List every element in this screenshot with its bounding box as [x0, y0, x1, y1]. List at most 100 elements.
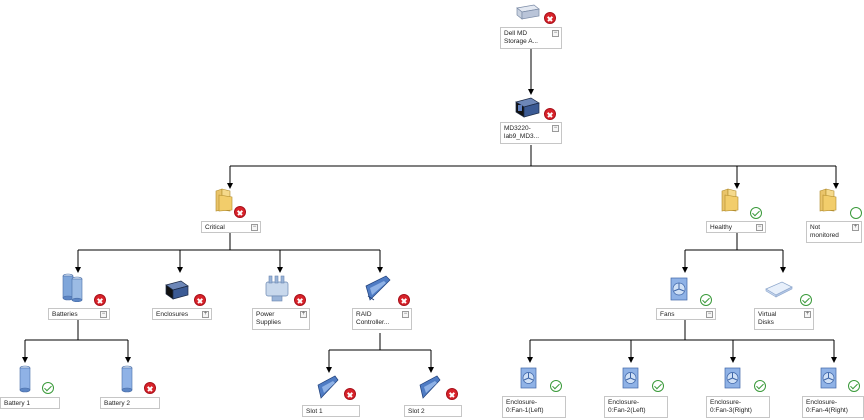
- node-batteries[interactable]: Batteries −: [46, 272, 116, 320]
- node-storage-array[interactable]: Dell MD Storage A... −: [500, 2, 570, 50]
- node-label: RAID Controller... −: [352, 308, 412, 330]
- fan-icon: [520, 367, 537, 389]
- fan-icon: [670, 277, 688, 301]
- collapse-toggle[interactable]: −: [100, 311, 107, 318]
- collapse-toggle[interactable]: −: [552, 125, 559, 132]
- healthy-status-icon: [700, 294, 712, 306]
- healthy-status-icon: [754, 380, 766, 392]
- raid-card-icon: [317, 375, 339, 399]
- healthy-status-icon: [652, 380, 664, 392]
- node-power-supplies[interactable]: Power Supplies +: [250, 272, 320, 332]
- critical-status-icon: [446, 388, 458, 400]
- node-label-text: Critical: [205, 224, 225, 231]
- node-label: Healthy −: [706, 221, 766, 233]
- node-critical[interactable]: Critical −: [198, 188, 268, 234]
- raid-card-icon: [419, 375, 441, 399]
- critical-status-icon: [94, 294, 106, 306]
- expand-toggle[interactable]: +: [202, 311, 209, 318]
- node-label-text: Healthy: [710, 224, 733, 231]
- node-label-text: Enclosure- 0:Fan-4(Right): [806, 399, 848, 414]
- node-label-text: RAID Controller...: [356, 311, 390, 326]
- node-not-monitored[interactable]: Not monitored +: [806, 188, 864, 244]
- power-supply-icon: [265, 275, 289, 302]
- node-label-text: Batteries: [52, 311, 78, 318]
- node-label: Battery 1: [0, 397, 60, 409]
- node-fan-1[interactable]: Enclosure- 0:Fan-1(Left): [500, 364, 568, 420]
- node-label: Slot 1: [302, 405, 360, 417]
- expand-toggle[interactable]: +: [852, 224, 859, 231]
- node-label: Enclosures +: [152, 308, 212, 320]
- expand-toggle[interactable]: +: [804, 311, 811, 318]
- healthy-status-icon: [750, 207, 762, 219]
- storage-array-icon: [516, 4, 540, 20]
- critical-status-icon: [344, 388, 356, 400]
- node-label-text: Enclosures: [156, 311, 189, 318]
- node-fan-3[interactable]: Enclosure- 0:Fan-3(Right): [704, 364, 772, 420]
- node-label: Enclosure- 0:Fan-4(Right): [802, 396, 864, 418]
- node-fan-2[interactable]: Enclosure- 0:Fan-2(Left): [602, 364, 670, 420]
- node-label-text: Slot 2: [408, 408, 425, 415]
- node-healthy[interactable]: Healthy −: [704, 188, 774, 234]
- node-battery-2[interactable]: Battery 2: [100, 364, 164, 420]
- collapse-toggle[interactable]: −: [552, 30, 559, 37]
- node-label: MD3220- lab9_MD3... −: [500, 122, 562, 144]
- node-label-text: Enclosure- 0:Fan-2(Left): [608, 399, 646, 414]
- node-label-text: Battery 1: [4, 400, 31, 407]
- critical-status-icon: [144, 382, 156, 394]
- collapse-toggle[interactable]: −: [706, 311, 713, 318]
- node-label: Dell MD Storage A... −: [500, 27, 562, 49]
- healthy-status-icon: [848, 380, 860, 392]
- node-label: Battery 2: [100, 397, 160, 409]
- folder-icon: [819, 188, 837, 212]
- virtual-disk-icon: [765, 281, 793, 298]
- node-label-text: Power Supplies: [256, 311, 281, 326]
- node-md3220[interactable]: MD3220- lab9_MD3... −: [500, 96, 570, 146]
- node-label-text: Enclosure- 0:Fan-1(Left): [506, 399, 544, 414]
- node-label: Not monitored +: [806, 221, 862, 243]
- battery-icon: [62, 273, 83, 302]
- critical-status-icon: [398, 294, 410, 306]
- node-slot-1[interactable]: Slot 1: [300, 374, 364, 420]
- critical-status-icon: [544, 12, 556, 24]
- node-label: Enclosure- 0:Fan-1(Left): [502, 396, 566, 418]
- node-battery-1[interactable]: Battery 1: [0, 364, 64, 420]
- fan-icon: [724, 367, 741, 389]
- battery-icon: [121, 365, 133, 393]
- expand-toggle[interactable]: +: [300, 311, 307, 318]
- node-slot-2[interactable]: Slot 2: [402, 374, 466, 420]
- node-label-text: Fans: [660, 311, 675, 318]
- storage-enclosure-icon: [515, 97, 540, 118]
- collapse-toggle[interactable]: −: [251, 224, 258, 231]
- node-label-text: Not monitored: [810, 224, 839, 239]
- node-label-text: Dell MD Storage A...: [504, 30, 538, 45]
- node-fans[interactable]: Fans −: [654, 272, 724, 320]
- collapse-toggle[interactable]: −: [402, 311, 409, 318]
- node-label-text: Virtual Disks: [758, 311, 777, 326]
- folder-icon: [721, 188, 739, 212]
- node-virtual-disks[interactable]: Virtual Disks +: [752, 272, 822, 332]
- node-label-text: Enclosure- 0:Fan-3(Right): [710, 399, 752, 414]
- fan-icon: [622, 367, 639, 389]
- node-label: Power Supplies +: [252, 308, 310, 330]
- node-label: Enclosure- 0:Fan-2(Left): [604, 396, 668, 418]
- node-label: Slot 2: [404, 405, 462, 417]
- critical-status-icon: [544, 108, 556, 120]
- node-label: Virtual Disks +: [754, 308, 814, 330]
- node-label: Enclosure- 0:Fan-3(Right): [706, 396, 770, 418]
- node-label: Critical −: [201, 221, 261, 233]
- critical-status-icon: [294, 294, 306, 306]
- critical-status-icon: [194, 294, 206, 306]
- node-enclosures[interactable]: Enclosures +: [150, 272, 220, 320]
- node-label: Batteries −: [48, 308, 110, 320]
- enclosure-icon: [165, 280, 189, 300]
- node-raid-controller[interactable]: RAID Controller... −: [350, 272, 420, 334]
- node-label-text: Slot 1: [306, 408, 323, 415]
- folder-icon: [215, 188, 233, 212]
- raid-card-icon: [365, 275, 391, 301]
- node-label-text: MD3220- lab9_MD3...: [504, 125, 540, 140]
- node-fan-4[interactable]: Enclosure- 0:Fan-4(Right): [800, 364, 864, 420]
- not-monitored-status-icon: [850, 207, 862, 219]
- collapse-toggle[interactable]: −: [756, 224, 763, 231]
